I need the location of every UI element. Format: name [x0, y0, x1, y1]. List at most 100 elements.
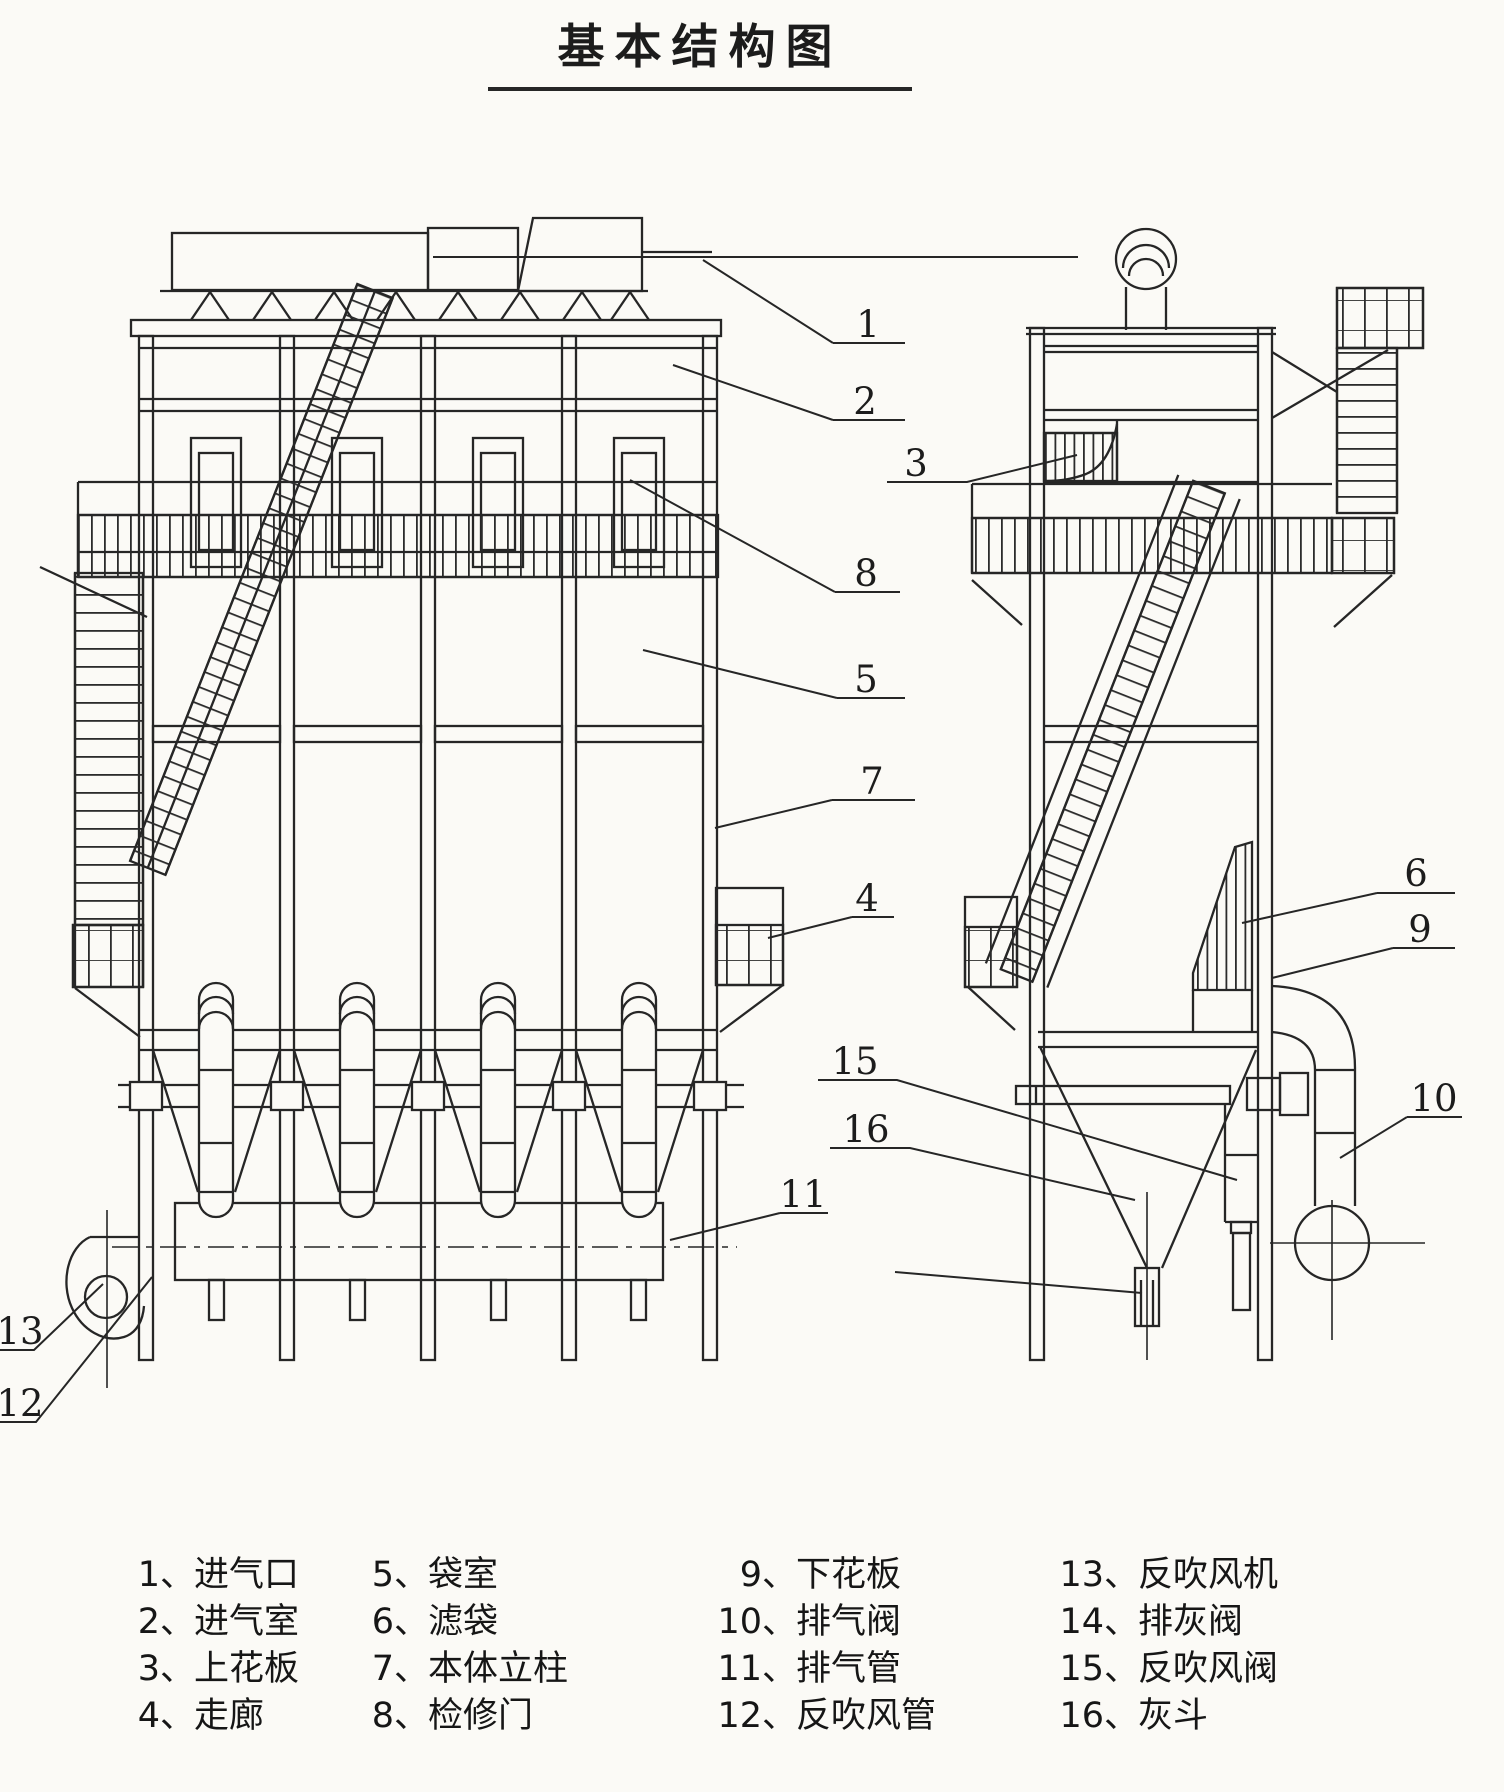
legend-separator: 、 [160, 1696, 196, 1736]
legend-number: 8 [371, 1696, 394, 1736]
reverse-blow-fan [65, 1210, 146, 1388]
legend-number: 7 [371, 1649, 394, 1689]
legend-separator: 、 [762, 1602, 798, 1642]
reverse-blow-valve [1223, 1104, 1258, 1312]
legend-separator: 、 [160, 1649, 196, 1689]
legend-label: 走廊 [194, 1696, 265, 1736]
legend-separator: 、 [1104, 1696, 1140, 1736]
legend-column-3: 9、下花板 10、排气阀 11、排气管 12、反吹风管 [704, 1552, 936, 1740]
leader-6 [1241, 892, 1455, 924]
leader-12 [0, 1276, 153, 1423]
front-view [39, 216, 785, 1388]
legend-label: 排气阀 [796, 1602, 902, 1642]
callout-12: 12 [0, 1382, 44, 1425]
legend-number: 15 [1059, 1649, 1104, 1689]
legend-number: 6 [371, 1602, 394, 1642]
leader-3 [887, 454, 1078, 483]
legend-label: 下花板 [796, 1555, 902, 1595]
leader-9 [1271, 947, 1455, 979]
legend-label: 检修门 [428, 1696, 534, 1736]
legend-label: 排气管 [796, 1649, 902, 1689]
legend-label: 袋室 [428, 1555, 499, 1595]
legend-separator: 、 [1104, 1602, 1140, 1642]
callout-13: 13 [0, 1310, 44, 1353]
legend-number: 2 [137, 1602, 160, 1642]
leader-unlabeled [894, 1271, 1143, 1294]
callout-7: 7 [860, 760, 884, 803]
callout-2: 2 [853, 380, 877, 423]
legend-number: 9 [739, 1555, 762, 1595]
roof-vent [1114, 227, 1178, 330]
callout-15: 15 [831, 1040, 878, 1083]
legend-separator: 、 [762, 1649, 798, 1689]
callout-8: 8 [854, 552, 878, 595]
leader-2 [672, 364, 905, 421]
callout-3: 3 [904, 442, 928, 485]
legend-item: 12、反吹风管 [704, 1693, 936, 1740]
legend-item: 9、下花板 [704, 1552, 936, 1599]
legend-column-2: 5、袋室 6、滤袋 7、本体立柱 8、检修门 [352, 1552, 568, 1740]
legend-separator: 、 [394, 1649, 430, 1689]
upper-tube-sheet [1042, 420, 1119, 483]
legend-separator: 、 [1104, 1555, 1140, 1595]
legend-separator: 、 [762, 1696, 798, 1736]
legend-label: 滤袋 [428, 1602, 499, 1642]
legend-label: 上花板 [194, 1649, 300, 1689]
legend-item: 8、检修门 [352, 1693, 568, 1740]
legend-label: 反吹风阀 [1138, 1649, 1279, 1689]
legend-separator: 、 [762, 1555, 798, 1595]
legend-label: 本体立柱 [428, 1649, 569, 1689]
leader-4 [767, 916, 894, 939]
legend-item: 16、灰斗 [1046, 1693, 1278, 1740]
legend-separator: 、 [394, 1555, 430, 1595]
leader-8 [629, 479, 900, 593]
legend-number: 16 [1059, 1696, 1104, 1736]
diagonal-stair [128, 282, 395, 877]
legend-number: 13 [1059, 1555, 1104, 1595]
leader-16 [830, 1147, 1136, 1201]
callout-numbers: 1 2 3 8 5 7 4 11 13 12 6 9 15 16 10 [0, 303, 1458, 1425]
column-2 [278, 334, 296, 1362]
side-platform [714, 886, 785, 1033]
legend-label: 反吹风机 [1138, 1555, 1279, 1595]
upper-walkway [39, 480, 720, 619]
callout-9: 9 [1408, 908, 1432, 951]
side-lower-platform [963, 895, 1019, 1031]
legend-label: 反吹风管 [796, 1696, 937, 1736]
leader-13 [0, 1283, 104, 1351]
legend-number: 3 [137, 1649, 160, 1689]
legend-separator: 、 [160, 1555, 196, 1595]
filter-bags [197, 981, 658, 1219]
lower-deck [118, 1028, 744, 1193]
leader-11 [669, 1212, 828, 1241]
legend-item: 10、排气阀 [704, 1599, 936, 1646]
legend-number: 12 [717, 1696, 762, 1736]
legend-item: 3、上花板 [118, 1646, 299, 1693]
legend-number: 5 [371, 1555, 394, 1595]
callout-1: 1 [856, 303, 880, 346]
legend-item: 5、袋室 [352, 1552, 568, 1599]
legend-item: 2、进气室 [118, 1599, 299, 1646]
legend-separator: 、 [160, 1602, 196, 1642]
side-column-right [1256, 326, 1274, 1362]
callout-16: 16 [842, 1108, 889, 1151]
exhaust-pipe [1245, 984, 1425, 1340]
callout-11: 11 [779, 1173, 826, 1216]
side-frame [1026, 326, 1276, 1362]
legend-column-4: 13、反吹风机 14、排灰阀 15、反吹风阀 16、灰斗 [1046, 1552, 1278, 1740]
legend-separator: 、 [394, 1602, 430, 1642]
top-ladder [1271, 286, 1425, 515]
leader-1 [433, 256, 1078, 344]
inlet-duct-assembly [170, 216, 712, 293]
callout-4: 4 [855, 877, 879, 920]
page-title: 基本结构图 [488, 8, 912, 91]
ash-hopper [1014, 1030, 1258, 1360]
legend-item: 14、排灰阀 [1046, 1599, 1278, 1646]
side-ladder [71, 571, 145, 1038]
leader-10 [1339, 1116, 1462, 1159]
bottom-duct [112, 1201, 737, 1322]
leader-5 [642, 649, 905, 699]
column-5 [701, 334, 719, 1362]
legend-item: 4、走廊 [118, 1693, 299, 1740]
